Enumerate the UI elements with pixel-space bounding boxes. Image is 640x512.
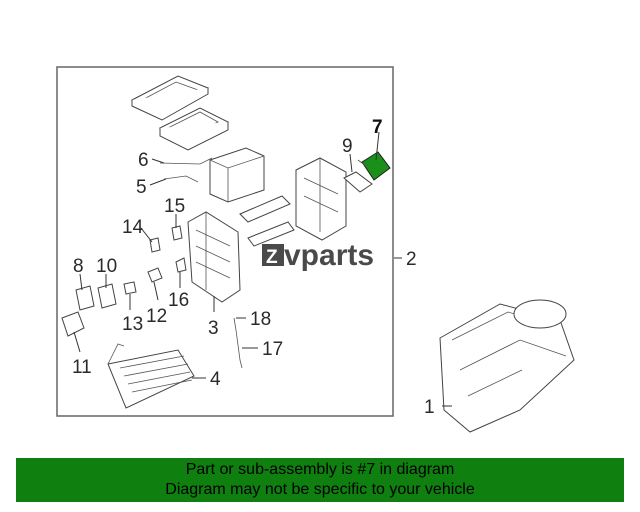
leader-14 (140, 227, 153, 243)
callout-5: 5 (136, 177, 147, 198)
evaporator-core-part-4 (107, 343, 195, 409)
callout-2: 2 (406, 249, 417, 270)
leader-7 (375, 131, 380, 161)
leader-12 (153, 281, 159, 301)
clip-part-14 (149, 237, 161, 253)
actuator-part-7 (357, 151, 391, 181)
rod-part-5 (163, 175, 199, 183)
zvparts-watermark-logo: Z vparts (262, 239, 374, 272)
callout-11: 11 (72, 357, 92, 378)
notice-line-2: Diagram may not be specific to your vehi… (165, 481, 475, 498)
leader-9 (349, 153, 353, 173)
callout-6: 6 (138, 150, 149, 171)
mid-cover-part (158, 107, 230, 151)
callout-3: 3 (208, 318, 219, 339)
leader-6 (151, 158, 165, 164)
clip-part-12 (147, 267, 163, 283)
complete-assembly-part-1 (439, 299, 575, 433)
callout-7: 7 (372, 117, 383, 138)
callout-17: 17 (262, 339, 283, 360)
notice-banner: Part or sub-assembly is #7 in diagram Di… (16, 458, 624, 502)
right-housing-part (295, 157, 347, 241)
clip-part-16 (175, 257, 187, 273)
callout-1: 1 (424, 397, 435, 418)
callout-8: 8 (73, 256, 84, 277)
callout-16: 16 (168, 290, 189, 311)
watermark-logo-mark: Z (266, 247, 278, 268)
callout-13: 13 (122, 314, 143, 335)
leader-8 (79, 273, 83, 291)
watermark-text: vparts (284, 239, 374, 272)
duct-part-lower (247, 221, 295, 247)
callout-18: 18 (250, 309, 271, 330)
valve-part-11 (61, 311, 85, 337)
duct-part (239, 195, 291, 223)
upper-housing-part (209, 147, 265, 203)
callout-9: 9 (342, 136, 353, 157)
bracket-part-8 (75, 285, 95, 311)
callout-12: 12 (146, 306, 167, 327)
central-housing-part (187, 211, 241, 303)
callout-4: 4 (210, 369, 221, 390)
hose-part-17-18 (233, 317, 243, 369)
inset-frame (56, 66, 394, 417)
bracket-part-9 (343, 171, 373, 193)
callout-10: 10 (96, 256, 117, 277)
actuator-part-10 (97, 283, 117, 309)
callout-14: 14 (122, 217, 144, 238)
notice-line-1: Part or sub-assembly is #7 in diagram (185, 461, 455, 478)
leader-5 (149, 178, 167, 186)
rod-part-6 (159, 157, 213, 165)
top-cover-part (130, 75, 210, 121)
clip-part-15 (171, 225, 183, 241)
callout-15: 15 (164, 196, 185, 217)
leader-11 (73, 331, 81, 353)
clip-part-13 (123, 281, 137, 295)
